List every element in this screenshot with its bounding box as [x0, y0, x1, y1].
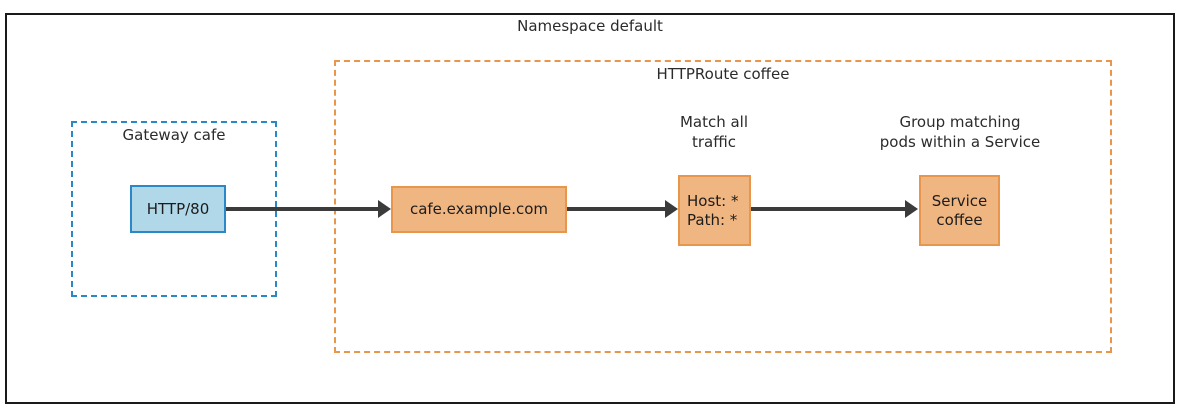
annotation-match-all-traffic: Match all traffic — [644, 112, 784, 152]
node-listener-label: HTTP/80 — [146, 199, 210, 218]
annotation-match-line-1: Match all — [679, 113, 749, 131]
gateway-label: Gateway cafe — [122, 126, 226, 144]
namespace-label: Namespace default — [517, 17, 663, 35]
httproute-label: HTTPRoute coffee — [656, 65, 790, 83]
node-hostname[interactable]: cafe.example.com — [391, 186, 567, 233]
node-backend-service[interactable]: Service coffee — [919, 175, 1000, 246]
arrowhead-to-match-icon — [665, 200, 678, 218]
node-match-host-label: Host: * — [687, 191, 739, 210]
annotation-group-matching-pods: Group matching pods within a Service — [869, 112, 1051, 152]
node-route-match[interactable]: Host: * Path: * — [678, 175, 751, 246]
annotation-match-line-2: traffic — [692, 133, 736, 151]
node-service-name-label: coffee — [936, 210, 983, 229]
arrowhead-to-service-icon — [905, 200, 918, 218]
annotation-service-line-2: pods within a Service — [879, 133, 1041, 151]
arrowhead-to-hostname-icon — [378, 200, 391, 218]
node-match-path-label: Path: * — [687, 210, 738, 229]
node-service-kind-label: Service — [931, 191, 988, 210]
connector-hostname-to-match — [567, 207, 671, 211]
connector-match-to-service — [751, 207, 912, 211]
httproute-container — [334, 60, 1112, 353]
node-hostname-label: cafe.example.com — [409, 200, 549, 218]
node-gateway-listener[interactable]: HTTP/80 — [130, 185, 226, 233]
connector-listener-to-hostname — [226, 207, 386, 211]
annotation-service-line-1: Group matching — [899, 113, 1021, 131]
